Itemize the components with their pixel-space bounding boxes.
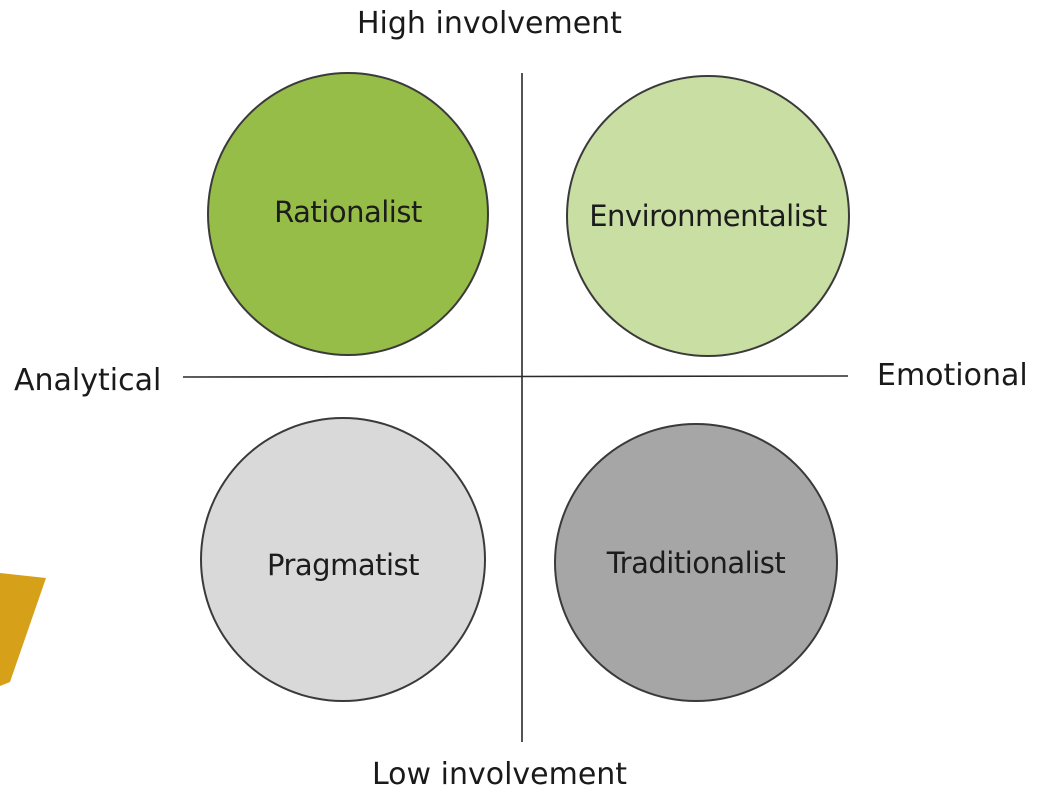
quadrant-label-pragmatist: Pragmatist <box>266 547 420 582</box>
quadrant-circle-traditionalist: Traditionalist <box>554 423 838 702</box>
quadrant-label-environmentalist: Environmentalist <box>589 199 827 233</box>
quadrant-label-rationalist: Rationalist <box>274 195 422 229</box>
axis-label-low-involvement: Low involvement <box>372 757 628 792</box>
axis-label-high-involvement: High involvement <box>357 6 622 41</box>
axis-label-emotional: Emotional <box>877 358 1028 393</box>
quadrant-circle-rationalist: Rationalist <box>207 72 489 356</box>
axis-label-analytical: Analytical <box>14 363 162 398</box>
quadrant-circle-pragmatist: Pragmatist <box>200 417 486 702</box>
quadrant-circle-environmentalist: Environmentalist <box>566 75 850 357</box>
quadrant-label-traditionalist: Traditionalist <box>606 545 786 580</box>
horizontal-axis-line <box>182 375 849 378</box>
accent-shape <box>0 573 46 686</box>
